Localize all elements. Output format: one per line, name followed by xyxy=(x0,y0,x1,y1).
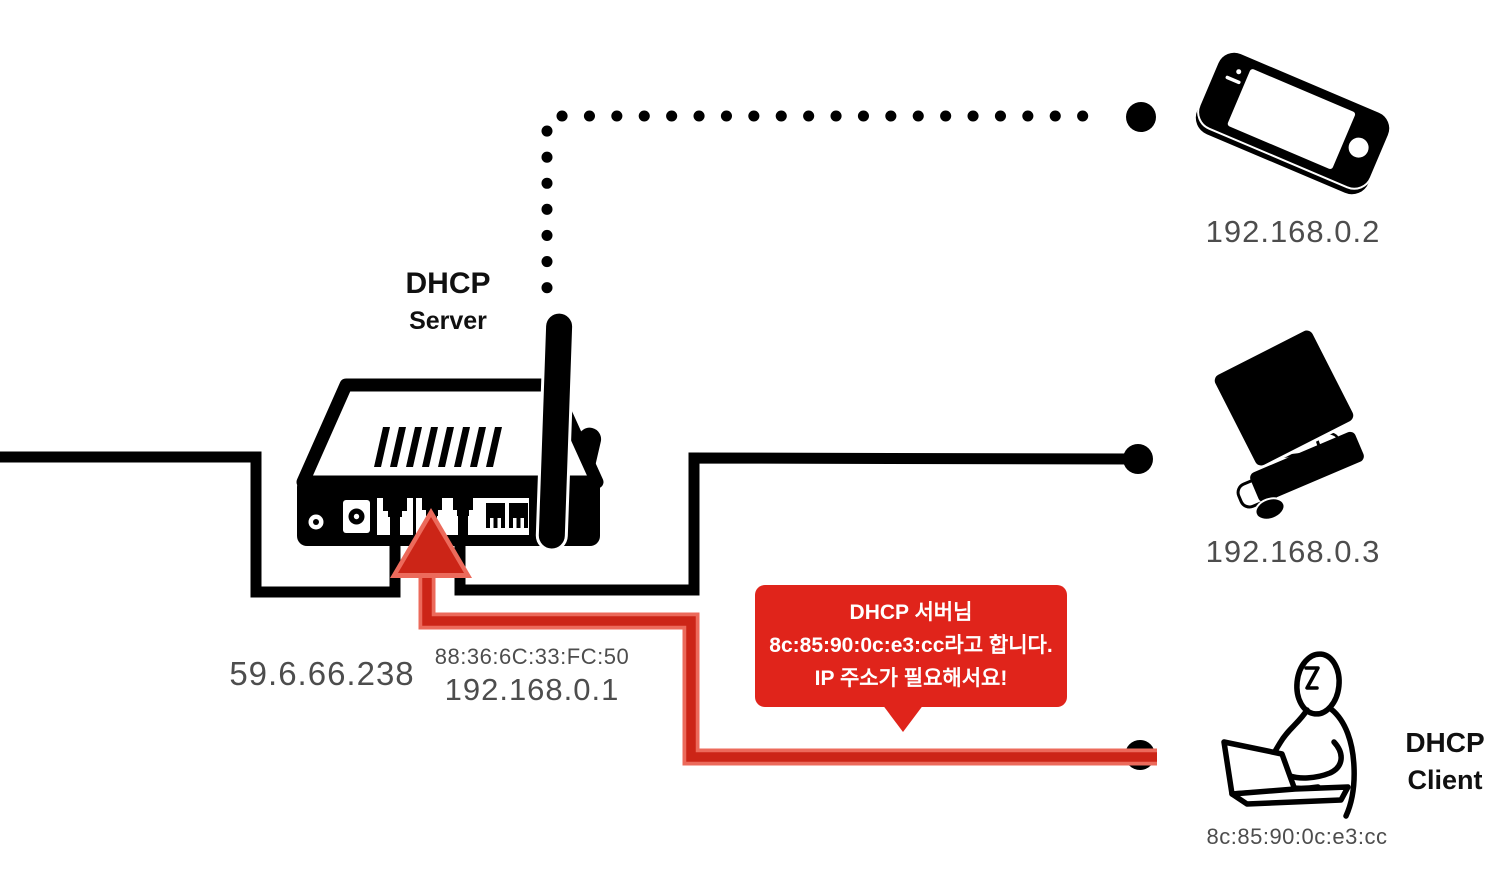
bubble-line2: 8c:85:90:0c:e3:cc라고 합니다. xyxy=(769,634,1053,657)
wan-cable xyxy=(0,451,401,598)
router-antenna-icon xyxy=(535,310,576,552)
server-title-line1: DHCP xyxy=(405,267,491,300)
client-title-line1: DHCP xyxy=(1405,727,1485,758)
desktop-ip-label: 192.168.0.3 xyxy=(1205,534,1381,569)
router-mac-label: 88:36:6C:33:FC:50 xyxy=(434,644,630,669)
bubble-line3: IP 주소가 필요해서요! xyxy=(814,667,1008,690)
phone-endpoint-dot xyxy=(1126,102,1156,132)
bubble-line1: DHCP 서버님 xyxy=(849,601,973,624)
client-title-line2: Client xyxy=(1407,765,1483,795)
desktop-endpoint-dot xyxy=(1123,444,1153,474)
keyboard xyxy=(1250,431,1364,503)
router-wan-port xyxy=(377,498,413,535)
dhcp-request-bubble: DHCP 서버님 8c:85:90:0c:e3:cc라고 합니다. IP 주소가… xyxy=(755,585,1067,707)
client-mac-label: 8c:85:90:0c:e3:cc xyxy=(1206,824,1388,849)
router-wan-ip-label: 59.6.66.238 xyxy=(229,655,415,692)
mouse xyxy=(1254,497,1286,521)
router-led xyxy=(308,514,324,530)
red-arrow-icon xyxy=(390,508,472,578)
router-vents xyxy=(374,427,502,467)
router-lan-ip-label: 192.168.0.1 xyxy=(444,672,620,707)
server-title-line2: Server xyxy=(409,307,487,335)
bubble-tail xyxy=(882,704,924,732)
wireless-link-dotted xyxy=(541,102,1156,312)
router-power-jack xyxy=(343,500,370,533)
phone-ip-label: 192.168.0.2 xyxy=(1205,214,1381,249)
